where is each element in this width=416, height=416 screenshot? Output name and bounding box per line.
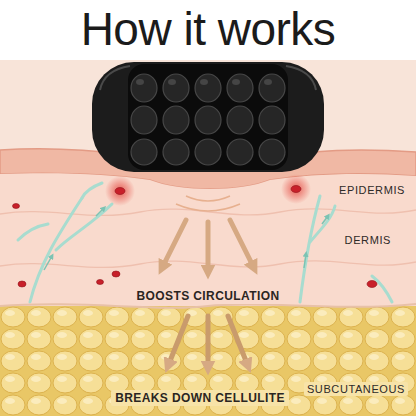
circulation-glow [105, 176, 135, 206]
skin-ground [0, 60, 416, 416]
label-slot: BREAKS DOWN CELLULITE [111, 388, 289, 406]
layer-label: BOOSTS CIRCULATION [133, 288, 284, 304]
circulation-glow [281, 174, 311, 204]
layer-label: DERMIS [342, 233, 394, 247]
label-slot: BOOSTS CIRCULATION [133, 286, 284, 304]
roller-device [92, 62, 324, 172]
pressure-arrows [162, 220, 254, 272]
layer-label: SUBCUTANEOUS [304, 382, 408, 396]
layer-label: EPIDERMIS [336, 183, 408, 197]
pressure-waves [176, 196, 240, 211]
subcutaneous-fat [0, 306, 416, 416]
label-slot: SUBCUTANEOUS [304, 379, 408, 397]
flow-arrows [44, 208, 328, 270]
title-slot: How it works [0, 2, 416, 56]
dermis-layer [0, 173, 416, 308]
red-blood-cells [13, 186, 378, 288]
label-slot: DERMIS [342, 230, 394, 248]
blood-vessels [18, 183, 392, 302]
fat-boundary [0, 304, 416, 308]
page-title: How it works [81, 2, 336, 56]
layer-label: BREAKS DOWN CELLULITE [111, 390, 289, 406]
label-slot: EPIDERMIS [336, 180, 408, 198]
breakdown-arrows [168, 316, 248, 368]
